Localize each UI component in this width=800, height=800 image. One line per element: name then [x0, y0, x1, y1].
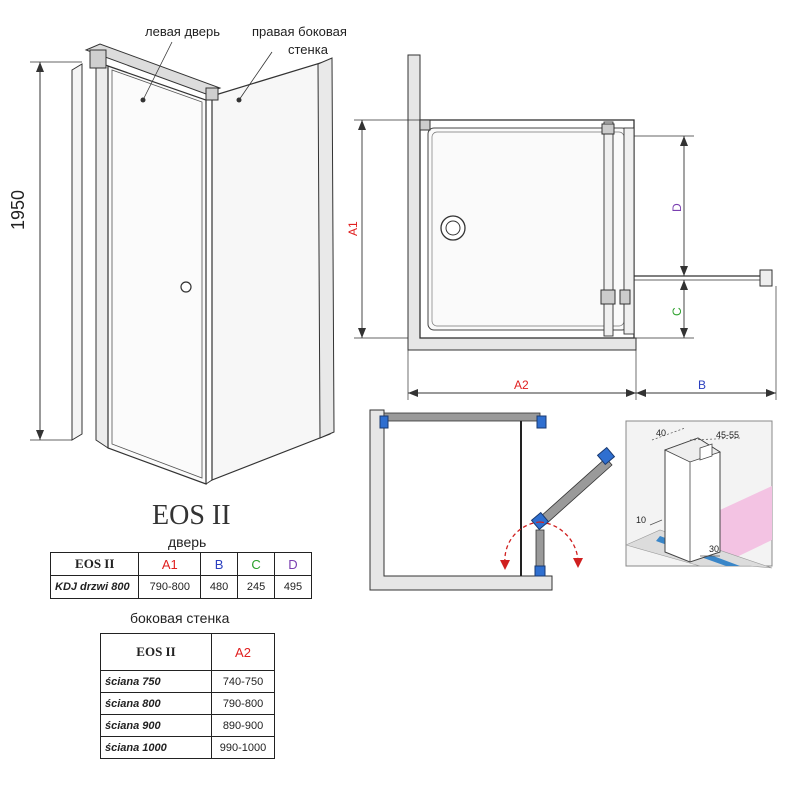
panel-row-name: ściana 900: [100, 714, 212, 737]
door-row-name: KDJ drzwi 800: [49, 575, 140, 599]
detail-height-10: 10: [636, 515, 647, 525]
panel-table: EOS II A2 ściana 750 740-750 ściana 800 …: [100, 633, 275, 759]
detail-width-40: 40: [656, 428, 667, 438]
door-table-header-c: C: [237, 552, 275, 576]
detail-width-45-55: 45-55: [716, 430, 740, 440]
panel-table-header-a2: A2: [211, 633, 275, 671]
door-row-a1: 790-800: [138, 575, 202, 599]
panel-row-name: ściana 750: [100, 670, 212, 693]
table-row: ściana 800 790-800: [100, 692, 275, 715]
right-panel-label-line1: правая боковая: [252, 24, 347, 39]
door-row-c: 245: [237, 575, 275, 599]
door-table-header-name: EOS II: [49, 552, 140, 576]
product-title: EOS II: [152, 500, 231, 531]
panel-row-a2: 890-900: [211, 714, 275, 737]
door-table-header-b: B: [200, 552, 239, 576]
table-row: ściana 750 740-750: [100, 670, 275, 693]
panel-table-header-name: EOS II: [100, 633, 212, 671]
a2-dimension-label: A2: [514, 378, 529, 392]
panel-row-a2: 990-1000: [211, 736, 275, 759]
right-panel-label-line2: стенка: [288, 42, 328, 57]
panel-row-name: ściana 1000: [100, 736, 212, 759]
panel-row-name: ściana 800: [100, 692, 212, 715]
table-row: ściana 900 890-900: [100, 714, 275, 737]
door-table-header: EOS II A1 B C D: [49, 552, 312, 576]
door-row-b: 480: [200, 575, 239, 599]
table-row: KDJ drzwi 800 790-800 480 245 495: [49, 575, 312, 599]
door-table-header-a1: A1: [138, 552, 202, 576]
panel-caption: боковая стенка: [130, 610, 230, 626]
door-caption: дверь: [168, 534, 207, 550]
panel-row-a2: 790-800: [211, 692, 275, 715]
panel-table-header: EOS II A2: [100, 633, 275, 671]
door-row-d: 495: [274, 575, 312, 599]
door-table: EOS II A1 B C D KDJ drzwi 800 790-800 48…: [49, 552, 312, 599]
door-table-header-d: D: [274, 552, 312, 576]
b-dimension-label: B: [698, 378, 707, 392]
table-row: ściana 1000 990-1000: [100, 736, 275, 759]
left-door-label: левая дверь: [145, 24, 221, 39]
panel-row-a2: 740-750: [211, 670, 275, 693]
detail-height-30: 30: [709, 544, 720, 554]
